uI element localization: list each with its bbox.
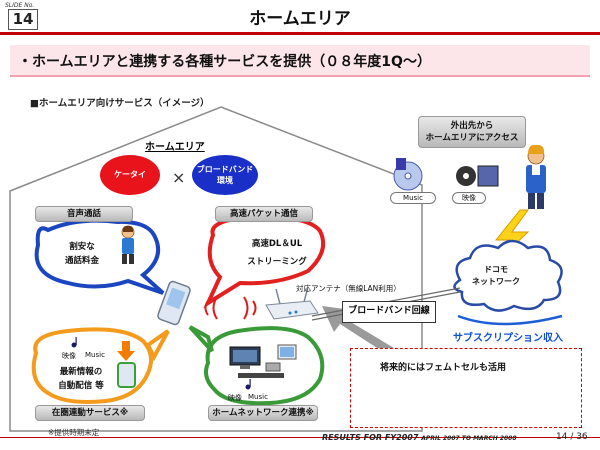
broadband-line1: ブロードバンド [196,165,254,174]
results-period: APRIL 2007 TO MARCH 2008 [421,435,517,442]
title-divider [0,32,600,35]
person-icon [526,144,546,209]
outside-access-label: 外出先から ホームエリアにアクセス [418,116,526,148]
area-line1: 最新情報の [59,367,103,377]
pc-icon [229,344,297,378]
subscription-revenue: サブスクリプション収入 [453,333,563,344]
femtocell-box [350,348,582,428]
area-service-text: 最新情報の 自動配信 等 [48,365,114,393]
home-eizo-caption: 映像 [228,394,242,402]
times-sign: × [172,168,186,187]
broadband-line-box: ブロードバンド回線 [342,301,436,323]
film-icon [456,165,499,187]
docomo-line1: ドコモ [484,265,508,274]
page-title: ホームエリア [249,9,351,29]
outside-eizo-pill: 映像 [452,192,486,204]
music-note-icon [71,337,251,390]
packet-label: 高速パケット通信 [215,206,313,222]
headline: ・ホームエリアと連携する各種サービスを提供（０８年度1Q～） [18,54,431,70]
download-arrow-icon [117,341,136,388]
slide-number: 14 [8,9,38,30]
results-title: RESULTS FOR FY2007 [322,433,419,442]
cloud-icon [453,239,563,312]
page-counter: 14 / 36 [556,432,588,442]
home-area-title: ホームエリア [145,142,205,153]
footer-divider [0,437,600,438]
packet-line1: 高速DL＆UL [251,239,303,249]
home-network-label: ホームネットワーク連携※ [208,405,318,421]
wifi-waves-icon [204,296,257,320]
outside-music-pill: Music [390,192,436,204]
person-icon [121,225,135,264]
area-eizo-caption: 映像 [62,352,76,360]
antenna-label: 対応アンテナ（無線LAN利用） [296,284,401,293]
outside-line1: 外出先から [450,121,494,131]
voice-line2: 通話料金 [64,256,99,266]
router-icon [265,286,319,320]
broadband-circle: ブロードバンド 環境 [192,155,258,195]
outside-line2: ホームエリアにアクセス [425,133,519,143]
voice-call-label: 音声通話 [35,206,133,222]
subscription-bracket [457,314,563,326]
music-disc-icon [393,158,423,191]
area-music-caption: Music [85,351,105,359]
voice-call-text: 割安な 通話料金 [52,240,112,268]
slide-number-caption: SLIDE No. [5,2,35,9]
docomo-network-text: ドコモ ネットワーク [466,264,526,288]
docomo-line2: ネットワーク [472,277,520,286]
headline-band [10,45,590,77]
packet-line2: ストリーミング [247,257,307,267]
keitai-circle: ケータイ [100,155,160,195]
voice-line1: 割安な [69,242,95,252]
area-line2: 自動配信 等 [58,381,104,391]
results-caption: RESULTS FOR FY2007 APRIL 2007 TO MARCH 2… [322,433,517,442]
broadband-line2: 環境 [217,176,233,185]
femtocell-text: 将来的にはフェムトセルも活用 [380,363,507,373]
footnote: ※提供時期未定 [48,428,100,437]
home-music-caption: Music [248,393,268,401]
section-label: ■ホームエリア向けサービス（イメージ） [30,98,210,109]
phone-icon [157,280,191,326]
area-service-label: 在圏連動サービス※ [35,405,145,421]
packet-text: 高速DL＆UL ストリーミング [222,235,332,271]
